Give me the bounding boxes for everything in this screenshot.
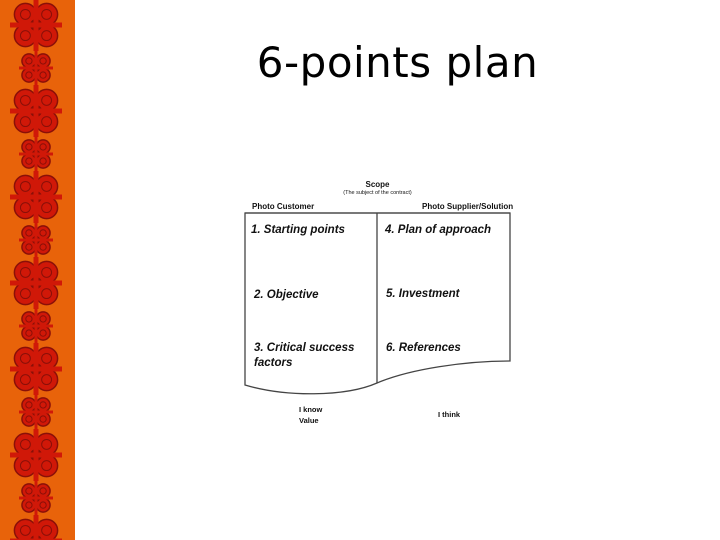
flower-petal-inner: [19, 438, 31, 450]
flower-ornament: [10, 515, 62, 540]
slide-title: 6-points plan: [256, 38, 539, 87]
flower-ornament: [10, 429, 62, 481]
flower-petal-inner: [19, 374, 31, 386]
flower-petal-inner: [41, 180, 53, 192]
six-points-diagram: Scope (The subject of the contract) Phot…: [235, 175, 530, 435]
flower-petal-inner: [19, 266, 31, 278]
flower-petal-inner: [39, 229, 47, 237]
flower-petal-inner: [41, 266, 53, 278]
flower-petal-inner: [41, 288, 53, 300]
flower-ornament: [19, 137, 53, 171]
flower-petal-inner: [41, 202, 53, 214]
flower-petal-inner: [41, 8, 53, 20]
decorative-side-border: [0, 0, 75, 540]
left-column-header: Photo Customer: [252, 202, 315, 211]
right-column-header: Photo Supplier/Solution: [422, 202, 514, 211]
flower-ornament: [19, 223, 53, 257]
flower-petal-inner: [41, 116, 53, 128]
flower-ornament: [10, 0, 62, 51]
flower-petal-inner: [25, 143, 33, 151]
flower-petal-inner: [19, 352, 31, 364]
floral-ornament-column: [10, 0, 62, 540]
flower-ornament: [10, 257, 62, 309]
flower-petal-inner: [39, 243, 47, 251]
flower-ornament: [19, 395, 53, 429]
flower-arms: [10, 515, 62, 540]
flower-petal-inner: [19, 8, 31, 20]
flower-petal-inner: [39, 157, 47, 165]
point-references: 6. References: [386, 342, 461, 354]
flower-arms: [19, 309, 53, 343]
flower-petal-inner: [25, 57, 33, 65]
flower-petal-inner: [25, 415, 33, 423]
flower-petal-inner: [19, 524, 31, 536]
flower-ornament: [10, 343, 62, 395]
flower-petal-inner: [41, 374, 53, 386]
flower-arms: [19, 51, 53, 85]
flower-petal-inner: [19, 180, 31, 192]
bottom-left-label-line2: Value: [299, 416, 319, 425]
flower-petal-inner: [39, 501, 47, 509]
flower-ornament: [19, 309, 53, 343]
flower-petal-inner: [25, 329, 33, 337]
flower-petal-inner: [41, 30, 53, 42]
point-objective: 2. Objective: [254, 289, 319, 301]
point-critical-success-factors: 3. Critical success factors: [254, 342, 355, 369]
flower-petal-inner: [39, 329, 47, 337]
bottom-left-label-line1: I know: [299, 405, 323, 414]
flower-petal-inner: [41, 352, 53, 364]
flower-petal-inner: [41, 460, 53, 472]
flower-petal-inner: [39, 71, 47, 79]
flower-petal-inner: [39, 487, 47, 495]
flower-petal-inner: [39, 57, 47, 65]
flower-arms: [10, 257, 62, 309]
flower-petal-inner: [41, 524, 53, 536]
flower-arms: [19, 395, 53, 429]
flower-petal-inner: [39, 415, 47, 423]
flower-petal-inner: [25, 243, 33, 251]
flower-petal-inner: [41, 94, 53, 106]
flower-petal-inner: [39, 401, 47, 409]
diagram-frame: [244, 212, 511, 395]
flower-petal-inner: [19, 202, 31, 214]
scope-label: Scope: [365, 180, 390, 189]
flower-petal-inner: [19, 288, 31, 300]
flower-petal-inner: [25, 487, 33, 495]
flower-petal-inner: [19, 116, 31, 128]
flower-ornament: [10, 171, 62, 223]
flower-petal-inner: [25, 315, 33, 323]
flower-ornament: [19, 51, 53, 85]
scope-subtitle: (The subject of the contract): [343, 190, 412, 196]
flower-arms: [10, 85, 62, 137]
flower-arms: [19, 137, 53, 171]
flower-arms: [10, 343, 62, 395]
flower-petal-inner: [19, 460, 31, 472]
flower-petal-inner: [39, 143, 47, 151]
flower-ornament: [10, 85, 62, 137]
flower-ornament: [19, 481, 53, 515]
flower-petal-inner: [25, 229, 33, 237]
flower-petal-inner: [19, 30, 31, 42]
flower-petal-inner: [39, 315, 47, 323]
flower-arms: [10, 171, 62, 223]
flower-petal-inner: [25, 71, 33, 79]
flower-petal-inner: [25, 157, 33, 165]
bottom-right-label: I think: [438, 410, 461, 419]
point-plan-of-approach: 4. Plan of approach: [385, 224, 492, 236]
point-investment: 5. Investment: [386, 288, 460, 300]
flower-petal-inner: [25, 501, 33, 509]
flower-petal-inner: [41, 438, 53, 450]
flower-arms: [19, 223, 53, 257]
point-starting-points: 1. Starting points: [251, 224, 345, 236]
flower-petal-inner: [25, 401, 33, 409]
flower-arms: [10, 429, 62, 481]
flower-arms: [10, 0, 62, 51]
flower-arms: [19, 481, 53, 515]
flower-petal-inner: [19, 94, 31, 106]
